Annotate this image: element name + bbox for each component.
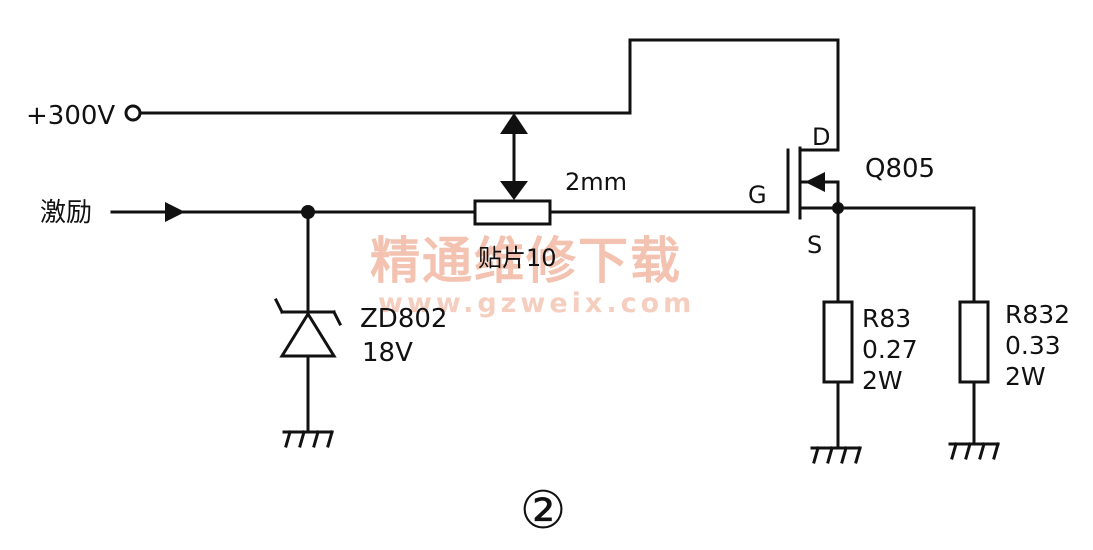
- r832-body: [958, 300, 990, 384]
- excite-arrow: [165, 202, 185, 222]
- watermark-url: www.gzweix.com: [378, 288, 695, 319]
- gap-arrow-up: [500, 113, 528, 134]
- fet-arrow: [805, 172, 825, 192]
- watermark-cn: 精通维修下载: [370, 232, 682, 290]
- r832-ground-icon: [948, 442, 1000, 460]
- r83-ground-icon: [810, 446, 862, 464]
- label-r83-name: R83: [862, 304, 911, 333]
- label-excite: 激励: [40, 198, 92, 228]
- r83-body: [822, 300, 854, 384]
- label-r832-name: R832: [1005, 300, 1070, 329]
- gap-arrow-down: [500, 181, 528, 200]
- zener-triangle: [279, 311, 337, 358]
- smd-resistor: [473, 199, 552, 226]
- r832-lead-top: [836, 206, 976, 304]
- label-smd: 贴片10: [478, 244, 557, 272]
- v300-terminal: [124, 104, 142, 122]
- label-r83-power: 2W: [862, 366, 903, 395]
- label-fet-name: Q805: [865, 154, 935, 184]
- label-fet-drain: D: [812, 123, 830, 151]
- zener-ground-icon: [282, 430, 334, 448]
- label-wire-length: 2mm: [565, 168, 627, 196]
- label-r832-value: 0.33: [1005, 331, 1061, 360]
- label-zener-name: ZD802: [360, 304, 447, 334]
- figure-number: ②: [520, 481, 567, 541]
- label-v300: +300V: [26, 101, 115, 131]
- label-fet-source: S: [807, 231, 822, 259]
- label-r832-power: 2W: [1005, 362, 1046, 391]
- label-fet-gate: G: [748, 181, 767, 209]
- label-zener-value: 18V: [362, 338, 413, 368]
- v300-rail: [138, 38, 840, 152]
- label-r83-value: 0.27: [862, 335, 918, 364]
